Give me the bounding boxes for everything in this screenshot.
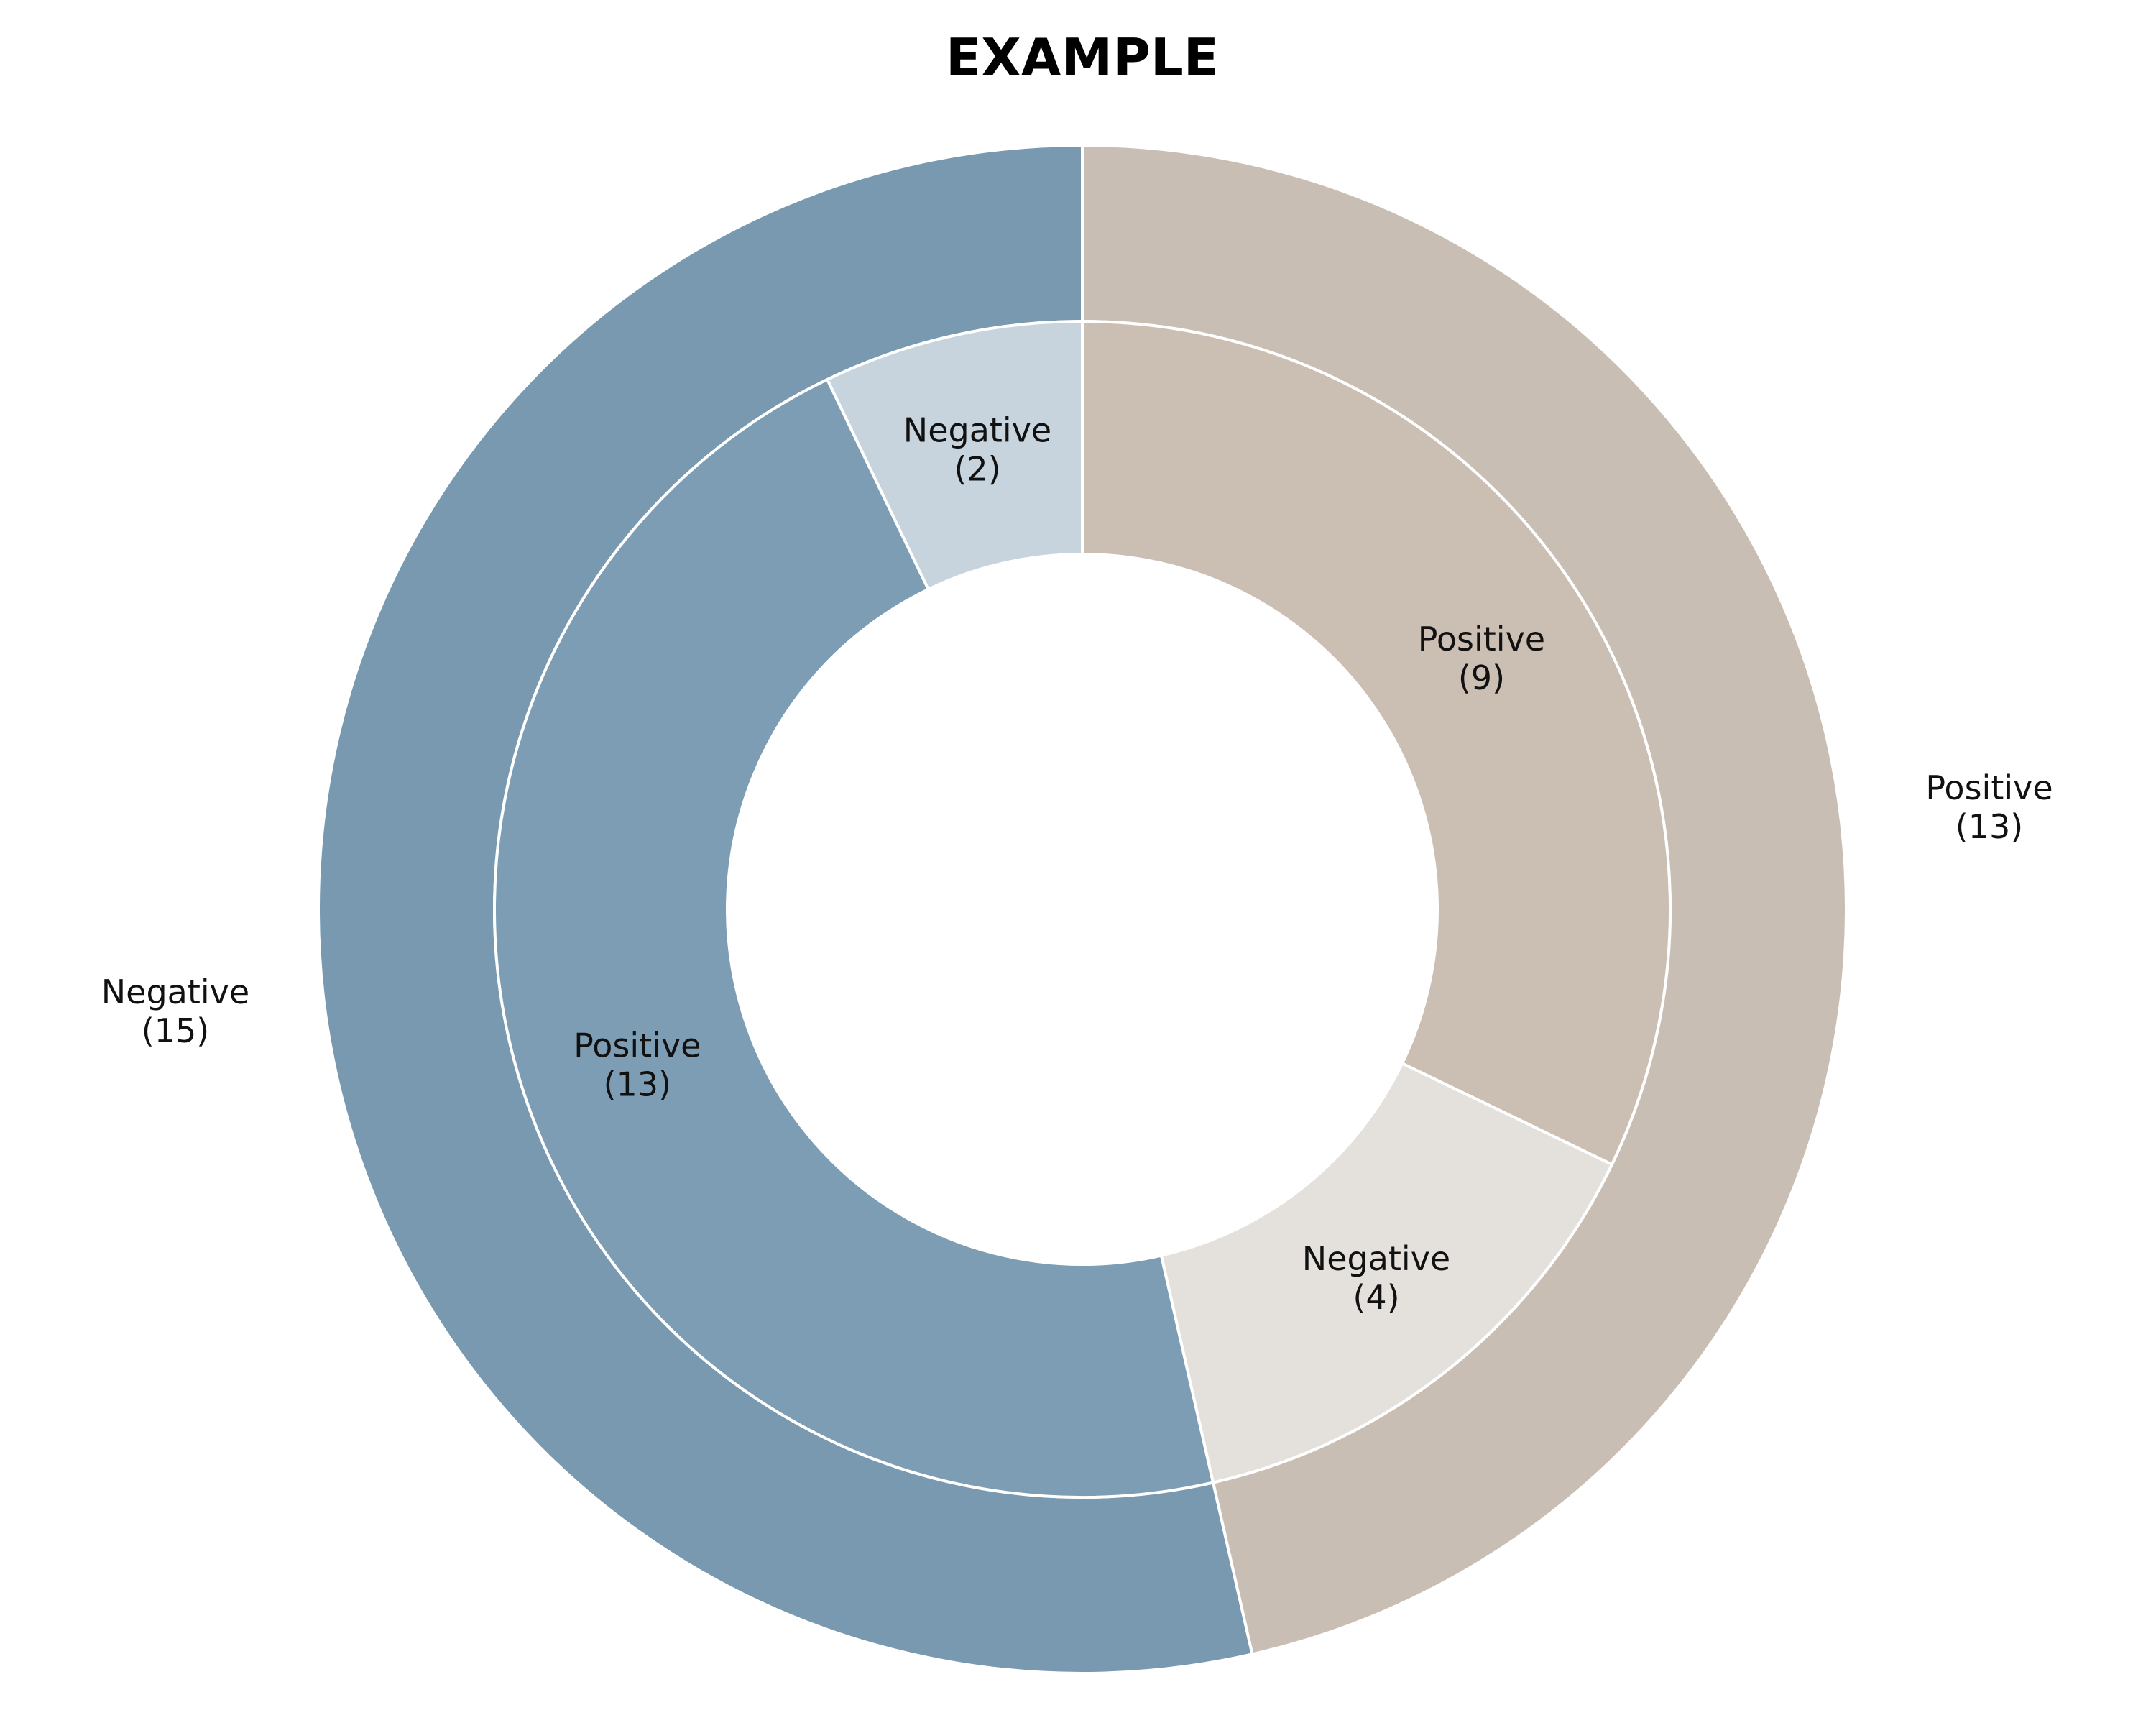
inner-slice-2-positive — [493, 377, 1215, 1499]
inner-slice-2-positive-label: Positive(13) — [573, 1026, 701, 1104]
inner-slice-1-negative-label: Negative(2) — [903, 410, 1051, 488]
outer-slice-2-positive-label-name: Positive — [1925, 768, 2053, 807]
outer-slice-2-positive-label-value: (13) — [1955, 807, 2023, 846]
inner-slice-3-negative-label: Negative(4) — [1302, 1239, 1450, 1317]
inner-slice-4-positive-label-name: Positive — [1418, 620, 1545, 658]
outer-slice-2-positive-label: Positive(13) — [1925, 768, 2053, 846]
inner-slice-1-negative-label-name: Negative — [903, 410, 1051, 449]
inner-slice-4-positive — [1081, 319, 1672, 1167]
inner-slice-4-positive-label-value: (9) — [1458, 658, 1505, 697]
slice-labels: Negative(15)Positive(13)Negative(2)Posit… — [101, 410, 2053, 1316]
inner-slice-3-negative — [1159, 1061, 1614, 1484]
inner-ring — [493, 319, 1672, 1499]
inner-slice-1-negative-label-value: (2) — [954, 449, 1000, 488]
inner-slice-4-positive-label: Positive(9) — [1418, 620, 1545, 697]
chart-title: EXAMPLE — [946, 27, 1219, 88]
outer-slice-1-negative-label: Negative(15) — [101, 973, 249, 1050]
inner-slice-3-negative-label-value: (4) — [1353, 1278, 1399, 1317]
inner-slice-2-positive-label-value: (13) — [604, 1065, 671, 1104]
outer-slice-1-negative-label-name: Negative — [101, 973, 249, 1011]
inner-slice-3-negative-label-name: Negative — [1302, 1239, 1450, 1278]
outer-slice-1-negative-label-value: (15) — [142, 1011, 209, 1050]
inner-slice-2-positive-label-name: Positive — [573, 1026, 701, 1065]
